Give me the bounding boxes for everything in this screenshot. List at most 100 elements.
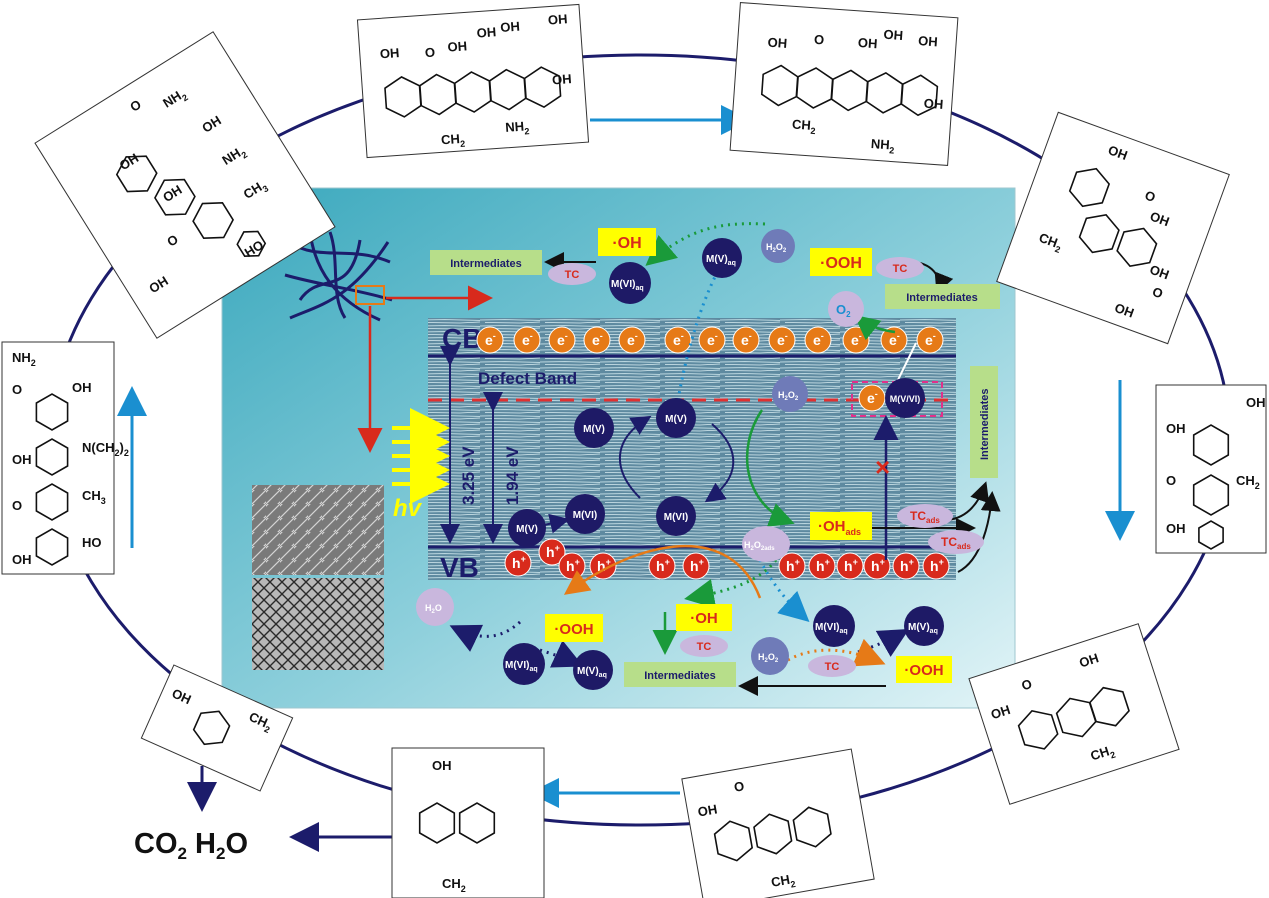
svg-text:CH2: CH2 bbox=[1089, 742, 1117, 766]
cb-label: CB bbox=[442, 323, 482, 354]
tc-top-right: TC bbox=[876, 257, 924, 279]
tc-top-left: TC bbox=[548, 263, 596, 285]
electron: e- bbox=[842, 326, 870, 354]
svg-text:CH2: CH2 bbox=[1036, 230, 1065, 255]
svg-text:e-: e- bbox=[925, 331, 936, 348]
h2o2-tc-dot-path bbox=[787, 638, 886, 667]
electron: e- bbox=[664, 326, 692, 354]
svg-text:O: O bbox=[733, 778, 746, 795]
electron: e- bbox=[804, 326, 832, 354]
ooh-radical-top: ·OOH bbox=[810, 248, 872, 276]
electron: e- bbox=[476, 326, 504, 354]
electron: e- bbox=[548, 326, 576, 354]
metal-m5-center: M(V) bbox=[656, 398, 696, 438]
h2o2-to-ohads-arrow bbox=[745, 409, 795, 527]
svg-text:OH: OH bbox=[170, 686, 194, 708]
svg-text:M(V/VI): M(V/VI) bbox=[890, 394, 921, 404]
metal-m5-left: M(V) bbox=[574, 408, 614, 448]
hole: h+ bbox=[682, 552, 710, 580]
o2-molecule: O2 bbox=[828, 291, 864, 327]
o2-reduction-arrow bbox=[854, 314, 896, 341]
svg-text:OH: OH bbox=[447, 38, 467, 54]
svg-text:CH2: CH2 bbox=[442, 876, 466, 894]
svg-text:OH: OH bbox=[1246, 395, 1266, 410]
svg-text:Intermediates: Intermediates bbox=[979, 388, 991, 460]
svg-text:M(VI)aq: M(VI)aq bbox=[815, 622, 848, 635]
intermediates-top-left: Intermediates bbox=[430, 250, 542, 275]
svg-text:OH: OH bbox=[1113, 300, 1136, 321]
svg-text:CH2: CH2 bbox=[1236, 473, 1260, 491]
gap-defect-label: 1.94 eV bbox=[503, 446, 522, 505]
vb-dot-path bbox=[758, 559, 810, 623]
intermediates-top-right: Intermediates bbox=[885, 284, 1000, 309]
h2o2-ads: H2O2ads bbox=[742, 526, 790, 562]
svg-text:CH2: CH2 bbox=[791, 116, 816, 136]
electron: e- bbox=[732, 326, 760, 354]
svg-text:O: O bbox=[1020, 676, 1034, 693]
redox-cycle-left-arrow bbox=[618, 415, 652, 499]
h2o2-top: H2O2 bbox=[761, 229, 795, 263]
svg-text:TC: TC bbox=[825, 661, 840, 673]
sem-micrograph bbox=[252, 485, 384, 575]
svg-text:OH: OH bbox=[1166, 421, 1186, 436]
svg-text:H2O: H2O bbox=[425, 603, 442, 615]
zoom-box bbox=[355, 285, 385, 305]
svg-text:e-: e- bbox=[813, 331, 824, 348]
electron: e- bbox=[583, 326, 611, 354]
svg-text:CH2: CH2 bbox=[246, 709, 275, 735]
hole-row: h+h+h+h+h+h+h+h+h+h+h+h+ bbox=[504, 538, 950, 580]
svg-text:OH: OH bbox=[857, 35, 877, 51]
hole: h+ bbox=[504, 549, 532, 577]
metal-m5aq-top: M(V)aq bbox=[702, 238, 742, 278]
svg-text:e-: e- bbox=[867, 389, 878, 406]
light-label: hv bbox=[393, 495, 423, 522]
svg-text:TC: TC bbox=[697, 641, 712, 653]
electron-row: e-e-e-e-e-e-e-e-e-e-e-e-e-e- bbox=[476, 326, 944, 412]
h2o-molecule: H2O bbox=[416, 588, 454, 626]
intermediates-vertical: Intermediates bbox=[970, 366, 998, 478]
svg-text:M(V)aq: M(V)aq bbox=[577, 666, 607, 679]
trap-link bbox=[895, 342, 917, 385]
oh-ads-box: ·OHads bbox=[810, 512, 872, 540]
svg-text:M(V)aq: M(V)aq bbox=[908, 622, 938, 635]
intermediates-bottom: Intermediates bbox=[624, 662, 736, 687]
svg-text:e-: e- bbox=[889, 331, 900, 348]
light-arrows bbox=[392, 408, 450, 504]
electron: e- bbox=[880, 326, 908, 354]
hole: h+ bbox=[538, 538, 566, 566]
svg-text:Intermediates: Intermediates bbox=[450, 258, 522, 270]
vb-label: VB bbox=[440, 552, 479, 583]
svg-text:O: O bbox=[12, 498, 22, 513]
hole: h+ bbox=[922, 552, 950, 580]
svg-text:OH: OH bbox=[1148, 262, 1171, 283]
svg-text:e-: e- bbox=[707, 331, 718, 348]
m5-dot-path bbox=[676, 257, 727, 401]
svg-text:h+: h+ bbox=[546, 543, 560, 560]
svg-text:e-: e- bbox=[557, 331, 568, 348]
tc-bottom-right: TC bbox=[808, 655, 856, 677]
svg-text:e-: e- bbox=[673, 331, 684, 348]
svg-text:·OH: ·OH bbox=[690, 610, 718, 627]
hole-transfer-arc bbox=[563, 544, 762, 599]
metal-m6aq-left: M(VI)aq bbox=[503, 643, 545, 685]
tc-ads-2: TCads bbox=[928, 530, 984, 554]
svg-text:h+: h+ bbox=[786, 557, 800, 574]
tc-ads-1: TCads bbox=[897, 504, 953, 528]
svg-text:M(V): M(V) bbox=[583, 424, 605, 435]
oh-radical-bottom: ·OH bbox=[676, 604, 732, 631]
svg-text:TCads: TCads bbox=[941, 535, 971, 551]
svg-text:CH3: CH3 bbox=[82, 488, 106, 506]
hole: h+ bbox=[558, 552, 586, 580]
svg-text:H2O2: H2O2 bbox=[766, 242, 787, 254]
svg-text:Intermediates: Intermediates bbox=[906, 292, 978, 304]
hole: h+ bbox=[808, 552, 836, 580]
svg-text:h+: h+ bbox=[690, 557, 704, 574]
svg-text:CH2: CH2 bbox=[770, 871, 797, 893]
electron: e- bbox=[698, 326, 726, 354]
